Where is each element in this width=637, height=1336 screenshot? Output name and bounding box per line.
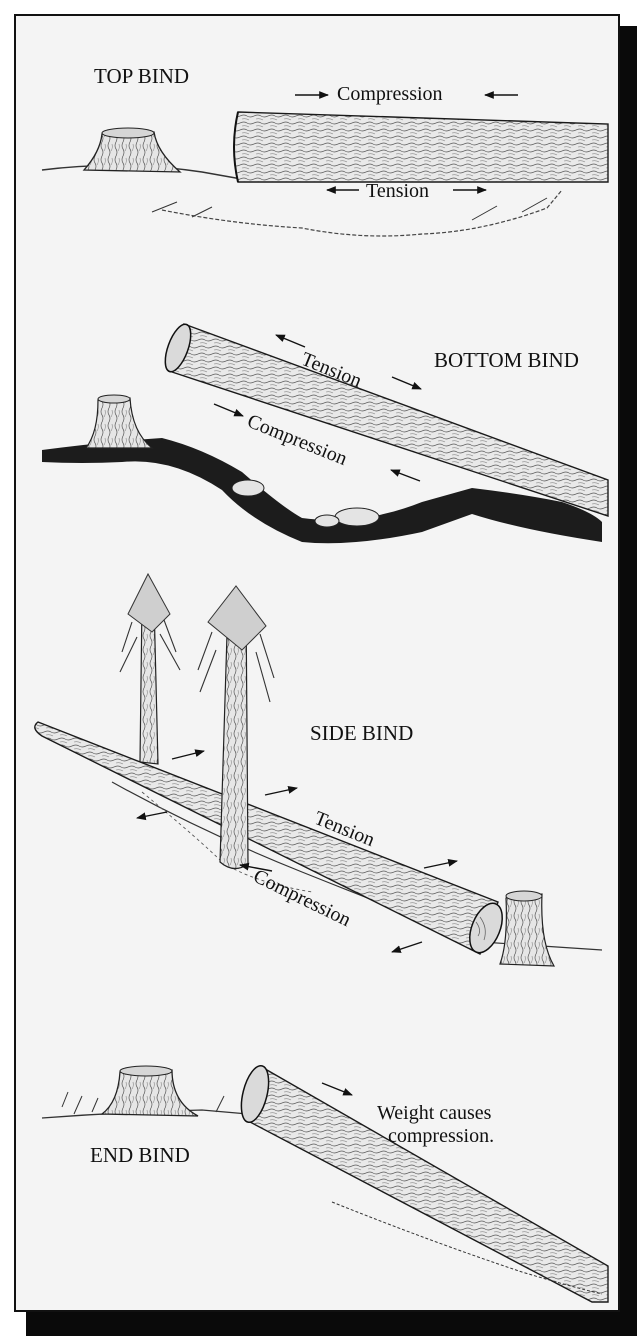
log xyxy=(236,1063,608,1302)
stump xyxy=(500,891,554,966)
tree-left xyxy=(120,574,180,764)
log xyxy=(35,722,509,957)
end-bind-title: END BIND xyxy=(90,1145,190,1166)
compression-arrow-upper xyxy=(214,404,243,416)
stump xyxy=(86,395,152,448)
tension-arrow-upper xyxy=(265,788,297,795)
stump xyxy=(84,128,180,172)
log xyxy=(234,112,608,182)
bottom-bind-title: BOTTOM BIND xyxy=(434,350,579,371)
stump xyxy=(102,1066,198,1116)
side-bind-title: SIDE BIND xyxy=(310,723,413,744)
compression-arrow-lower xyxy=(392,942,422,952)
top-bind-scene xyxy=(42,95,608,236)
rock xyxy=(335,508,379,526)
compression-arrow-lower xyxy=(391,470,420,481)
rock xyxy=(315,515,339,527)
illustration-frame: TOP BIND Compression Tension BOTTOM BIND… xyxy=(14,14,620,1312)
log-bind-illustration xyxy=(16,16,620,1312)
end-bind-caption-line1: Weight causes xyxy=(377,1103,491,1123)
top-bind-tension-label: Tension xyxy=(366,181,429,201)
outward-arrow-left xyxy=(137,812,167,818)
weight-arrow xyxy=(322,1083,352,1095)
tension-arrow-lower xyxy=(392,377,421,389)
push-arrow-tree xyxy=(172,751,204,759)
tension-arrow-upper xyxy=(276,335,305,347)
top-bind-title: TOP BIND xyxy=(94,66,189,87)
end-bind-scene xyxy=(42,1063,608,1302)
end-bind-caption-line2: compression. xyxy=(388,1126,494,1146)
tension-arrow-lower xyxy=(424,861,457,868)
rock xyxy=(232,480,264,496)
top-bind-compression-label: Compression xyxy=(337,84,443,104)
